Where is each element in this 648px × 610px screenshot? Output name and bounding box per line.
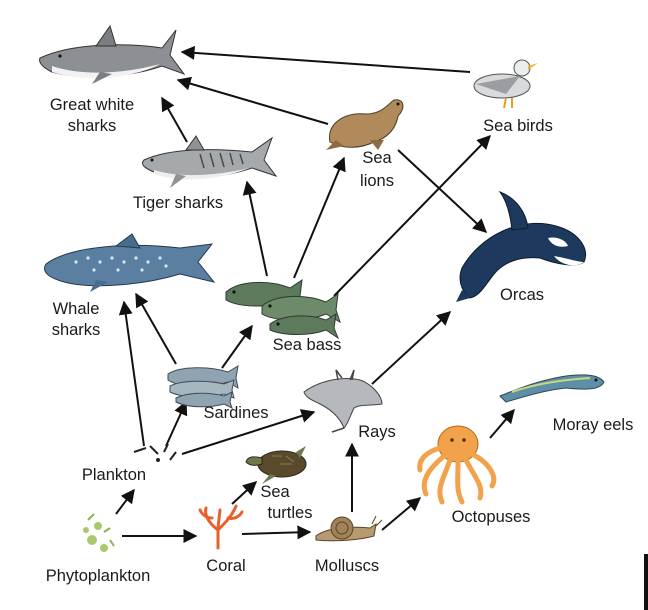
octopus-icon: [417, 425, 497, 505]
label-sea-bass: Sea bass: [273, 336, 342, 354]
label-rays: Rays: [358, 423, 396, 441]
arrow-sardines-to-seabass: [221, 324, 253, 369]
label-tiger-sharks: Tiger sharks: [133, 194, 223, 212]
label-great-white-line1: Great white: [50, 96, 134, 114]
arrow-sardines-to-whale: [135, 292, 177, 365]
label-great-white-line2: sharks: [68, 117, 117, 135]
arrow-plankton-to-sardines: [165, 400, 188, 447]
mollusc-icon: [315, 515, 383, 542]
page-edge-bar: [644, 554, 648, 610]
label-moray-eels: Moray eels: [553, 416, 634, 434]
sea-turtle-icon: [245, 446, 307, 484]
arrows: [115, 45, 515, 543]
arrow-seabass-to-sealions: [293, 156, 346, 279]
arrow-phytoplankton-to-plankton: [115, 488, 135, 515]
arrow-rays-to-orcas: [371, 311, 452, 385]
arrow-sealions-to-orcas: [397, 149, 488, 233]
label-sea-turtles-line1: Sea: [260, 483, 290, 501]
label-octopuses: Octopuses: [452, 508, 531, 526]
phytoplankton-icon: [83, 513, 115, 552]
label-sardines: Sardines: [203, 404, 268, 422]
label-molluscs: Molluscs: [315, 557, 379, 575]
label-sea-turtles-line2: turtles: [268, 504, 313, 522]
label-whale-line1: Whale: [53, 300, 100, 318]
sea-bird-icon: [473, 59, 538, 109]
sea-bass-icon: [225, 278, 341, 340]
ray-icon: [303, 369, 383, 433]
arrow-sealions-to-greatwhite: [176, 76, 329, 125]
arrow-plankton-to-rays: [181, 409, 316, 455]
label-coral: Coral: [206, 557, 245, 575]
label-phytoplankton: Phytoplankton: [46, 567, 151, 585]
sardines-icon: [167, 365, 239, 409]
arrow-molluscs-to-octopuses: [381, 497, 422, 531]
label-orcas: Orcas: [500, 286, 544, 304]
arrow-seabass-to-tiger: [242, 180, 268, 277]
arrow-plankton-to-whale: [118, 300, 145, 447]
plankton-icon: [133, 443, 177, 462]
label-sea-lions-line1: Sea: [362, 149, 392, 167]
arrow-coral-to-seaturtles: [231, 481, 258, 505]
great-white-shark-icon: [39, 24, 186, 84]
arrow-coral-to-molluscs: [241, 525, 312, 540]
arrow-seabass-to-seabirds: [333, 134, 491, 297]
arrow-seabirds-to-greatwhite: [180, 45, 471, 73]
whale-shark-icon: [44, 233, 216, 292]
orca-icon: [456, 190, 586, 302]
label-sea-lions-line2: lions: [360, 172, 394, 190]
label-whale-line2: sharks: [52, 321, 101, 339]
labels: Great white sharks Tiger sharks Whale sh…: [46, 96, 634, 585]
coral-icon: [198, 504, 244, 550]
label-sea-birds: Sea birds: [483, 117, 553, 135]
arrow-tiger-to-greatwhite: [161, 96, 188, 143]
sea-lion-icon: [326, 99, 404, 150]
tiger-shark-icon: [141, 135, 278, 188]
label-plankton: Plankton: [82, 466, 146, 484]
moray-eel-icon: [499, 374, 605, 403]
arrow-octopuses-to-moray: [489, 408, 515, 439]
